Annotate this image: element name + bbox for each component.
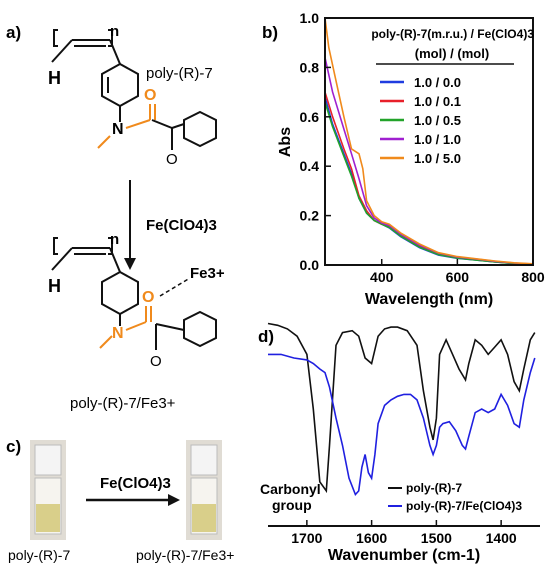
ir-legend-label: poly-(R)-7/Fe(ClO4)3: [406, 499, 522, 513]
polymer-structure: [51, 29, 139, 122]
phenyl-ring-3: [101, 270, 139, 316]
uv-vis-y-tick-label: 0.4: [300, 158, 320, 174]
uv-vis-y-tick-label: 0.6: [300, 109, 320, 125]
vial-before-caption: poly-(R)-7: [8, 547, 70, 563]
uv-vis-legend-title: poly-(R)-7(m.r.u.) / Fe(ClO4)3: [371, 27, 534, 41]
uv-vis-y-tick-label: 0.8: [300, 59, 320, 75]
reaction-arrow-head: [124, 258, 136, 270]
backbone-bond: [51, 39, 73, 63]
complex-label: poly-(R)-7/Fe3+: [70, 395, 176, 412]
atom-o-methoxy-bottom: O: [150, 353, 162, 370]
vial-after-solution: [192, 504, 216, 532]
panel-b-label: b): [262, 23, 278, 42]
panel-a: a) H n N O O poly-(R): [6, 23, 225, 412]
uv-vis-legend-label: 1.0 / 5.0: [414, 151, 461, 166]
ir-chart: d) 1700 1600 1500 1400 Wavenumber (cm-1) Ca…: [258, 322, 540, 564]
amide-bond: [125, 119, 151, 129]
ir-axes: 1700 1600 1500 1400: [291, 520, 517, 546]
ring4-bond: [155, 323, 185, 331]
atom-h-bottom: H: [48, 276, 61, 296]
ir-x-tick-label: 1700: [291, 530, 322, 546]
ir-legend: poly-(R)-7 poly-(R)-7/Fe(ClO4)3: [388, 481, 522, 513]
uv-vis-legend-subtitle: (mol) / (mol): [415, 46, 489, 61]
vial-after-caption: poly-(R)-7/Fe3+: [136, 547, 234, 563]
panel-c: c) Fe(ClO4)3 poly-(R)-7 poly-(R)-7/Fe3+: [6, 437, 234, 563]
atom-h-top: H: [48, 68, 61, 88]
uv-vis-legend-label: 1.0 / 0.5: [414, 113, 461, 128]
ir-series-line-0: [267, 322, 536, 494]
uv-vis-plot-frame: [324, 17, 534, 266]
atom-nitrogen-top: N: [112, 121, 124, 138]
vial-reagent-label: Fe(ClO4)3: [100, 475, 171, 492]
panel-a-label: a): [6, 23, 21, 42]
uv-vis-legend-label: 1.0 / 1.0: [414, 132, 461, 147]
atom-o-methoxy-top: O: [166, 151, 178, 168]
iron-ion-label: Fe3+: [190, 265, 225, 282]
atom-n-repeat-bottom: n: [110, 231, 119, 248]
alpha-bond: [151, 119, 173, 129]
panel-c-label: c): [6, 437, 21, 456]
backbone-bracket-right: [108, 29, 113, 47]
uv-vis-chart: b) 400 600 800 0.0 0.2 0.4 0.6 0.8 1.0 Wavelengt…: [262, 10, 545, 308]
uv-vis-legend: 1.0 / 0.0 1.0 / 0.1 1.0 / 0.5 1.0 / 1.0 1.0 …: [380, 75, 461, 166]
vial-before-cap: [34, 444, 62, 476]
uv-vis-y-tick-label: 1.0: [300, 10, 320, 26]
ir-annotation-line1: Carbonyl: [260, 481, 321, 497]
side-chain-top: [151, 110, 217, 150]
vial-arrow-head: [168, 494, 180, 506]
panel-d-label: d): [258, 327, 274, 346]
ir-x-axis-label: Wavenumber (cm-1): [328, 547, 480, 564]
phenyl-ring-4: [183, 310, 217, 348]
ir-annotation-line2: group: [272, 497, 312, 513]
amide-bond-2: [125, 321, 147, 331]
ir-x-tick-label: 1400: [486, 530, 517, 546]
atom-oxygen-top: O: [144, 87, 156, 104]
ir-x-tick-label: 1600: [356, 530, 387, 546]
uv-vis-y-tick-label: 0.2: [300, 208, 320, 224]
uv-vis-x-tick-label: 800: [521, 269, 545, 285]
backbone-bond-2: [51, 247, 73, 271]
uv-vis-y-axis-label: Abs: [277, 127, 294, 157]
backbone-bracket-right-2: [108, 237, 113, 255]
ir-series-line-1: [268, 353, 536, 496]
backbone-bond-ring-2: [109, 247, 121, 273]
methyl-bond: [97, 135, 111, 149]
vial-before: [30, 440, 66, 540]
complex-structure: [51, 237, 217, 350]
reagent-label: Fe(ClO4)3: [146, 217, 217, 234]
ir-legend-label: poly-(R)-7: [406, 481, 462, 495]
amide-group-top: [97, 104, 156, 149]
atom-nitrogen-bottom: N: [112, 325, 124, 342]
uv-vis-series-line-2: [324, 101, 534, 266]
uv-vis-x-tick-label: 400: [370, 269, 394, 285]
vial-after: [186, 440, 222, 540]
ir-series-group: [267, 322, 536, 496]
uv-vis-y-tick-label: 0.0: [300, 257, 320, 273]
backbone-bond-ring: [109, 39, 121, 65]
amide-group-bottom: [99, 306, 152, 349]
ir-x-tick-label: 1500: [421, 530, 452, 546]
coordination-bond: [159, 277, 191, 297]
uv-vis-axes: 400 600 800 0.0 0.2 0.4 0.6 0.8 1.0: [300, 10, 545, 285]
ring2-bond: [171, 123, 185, 129]
atom-oxygen-bottom: O: [142, 289, 154, 306]
atom-n-repeat-top: n: [110, 23, 119, 40]
vial-after-cap: [190, 444, 218, 476]
uv-vis-x-axis-label: Wavelength (nm): [365, 291, 493, 308]
polymer-label: poly-(R)-7: [146, 65, 213, 82]
uv-vis-series-line-4: [324, 17, 534, 265]
uv-vis-legend-label: 1.0 / 0.0: [414, 75, 461, 90]
vial-before-solution: [36, 504, 60, 532]
backbone-bracket-left: [53, 29, 58, 47]
backbone-bracket-left-2: [53, 237, 58, 255]
uv-vis-legend-label: 1.0 / 0.1: [414, 94, 461, 109]
phenyl-ring-2: [183, 110, 217, 148]
uv-vis-series-group: [324, 17, 534, 266]
uv-vis-x-tick-label: 600: [446, 269, 470, 285]
methyl-bond-2: [99, 335, 113, 349]
